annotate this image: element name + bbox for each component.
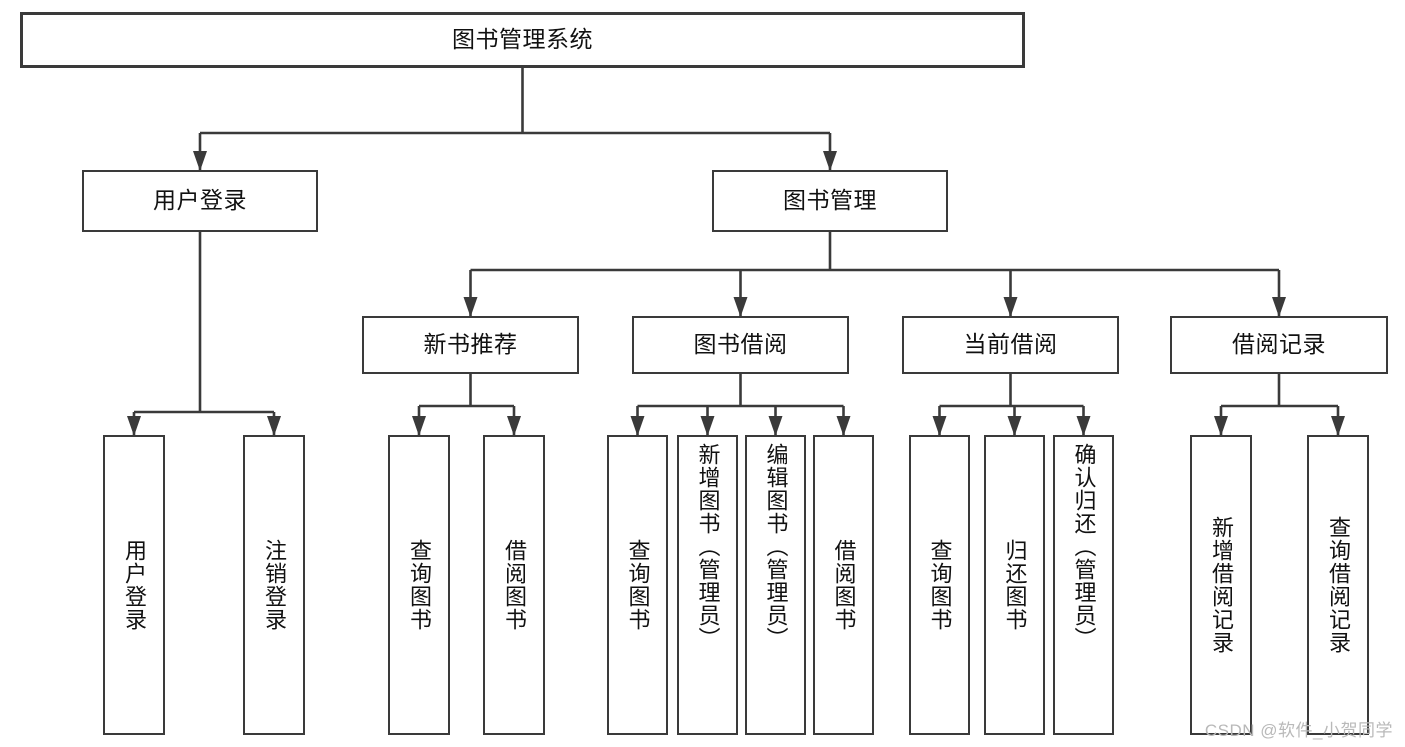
node-l-rc-query[interactable]: 查询借阅记录 bbox=[1307, 435, 1369, 735]
node-label-l-cb-query: 查询图书 bbox=[927, 539, 953, 631]
node-l-cb-confirm[interactable]: 确认归还（管理员） bbox=[1053, 435, 1114, 735]
node-login[interactable]: 用户登录 bbox=[82, 170, 318, 232]
node-label-l-login: 用户登录 bbox=[121, 539, 147, 631]
node-l-login[interactable]: 用户登录 bbox=[103, 435, 165, 735]
node-borrow[interactable]: 图书借阅 bbox=[632, 316, 849, 374]
node-bookmgmt[interactable]: 图书管理 bbox=[712, 170, 948, 232]
node-l-logout[interactable]: 注销登录 bbox=[243, 435, 305, 735]
node-label-current: 当前借阅 bbox=[963, 331, 1058, 358]
node-label-l-logout: 注销登录 bbox=[261, 539, 287, 631]
node-records[interactable]: 借阅记录 bbox=[1170, 316, 1388, 374]
node-l-rc-add[interactable]: 新增借阅记录 bbox=[1190, 435, 1252, 735]
node-label-login: 用户登录 bbox=[153, 187, 247, 214]
node-l-bw-query[interactable]: 查询图书 bbox=[607, 435, 668, 735]
node-l-cb-return[interactable]: 归还图书 bbox=[984, 435, 1045, 735]
node-l-bw-borrow[interactable]: 借阅图书 bbox=[813, 435, 874, 735]
node-label-l-cb-return: 归还图书 bbox=[1002, 539, 1028, 631]
node-label-newbook: 新书推荐 bbox=[423, 331, 518, 358]
node-label-l-bw-borrow: 借阅图书 bbox=[831, 539, 857, 631]
node-label-l-bw-edit: 编辑图书（管理员） bbox=[763, 443, 789, 650]
node-l-nb-query[interactable]: 查询图书 bbox=[388, 435, 450, 735]
node-label-l-bw-query: 查询图书 bbox=[625, 539, 651, 631]
node-label-l-rc-add: 新增借阅记录 bbox=[1208, 516, 1234, 654]
node-l-nb-borrow[interactable]: 借阅图书 bbox=[483, 435, 545, 735]
node-label-l-cb-confirm: 确认归还（管理员） bbox=[1071, 443, 1097, 650]
node-label-l-rc-query: 查询借阅记录 bbox=[1325, 516, 1351, 654]
node-label-root: 图书管理系统 bbox=[452, 26, 593, 53]
node-label-l-nb-query: 查询图书 bbox=[406, 539, 432, 631]
node-label-borrow: 图书借阅 bbox=[693, 331, 788, 358]
node-current[interactable]: 当前借阅 bbox=[902, 316, 1119, 374]
node-l-bw-edit[interactable]: 编辑图书（管理员） bbox=[745, 435, 806, 735]
node-l-bw-add[interactable]: 新增图书（管理员） bbox=[677, 435, 738, 735]
node-label-l-nb-borrow: 借阅图书 bbox=[501, 539, 527, 631]
node-l-cb-query[interactable]: 查询图书 bbox=[909, 435, 970, 735]
node-label-l-bw-add: 新增图书（管理员） bbox=[695, 443, 721, 650]
node-label-bookmgmt: 图书管理 bbox=[783, 187, 877, 214]
node-label-records: 借阅记录 bbox=[1232, 331, 1326, 358]
node-root[interactable]: 图书管理系统 bbox=[20, 12, 1025, 68]
node-newbook[interactable]: 新书推荐 bbox=[362, 316, 579, 374]
watermark-label: CSDN @软件_小贺同学 bbox=[1204, 721, 1393, 740]
